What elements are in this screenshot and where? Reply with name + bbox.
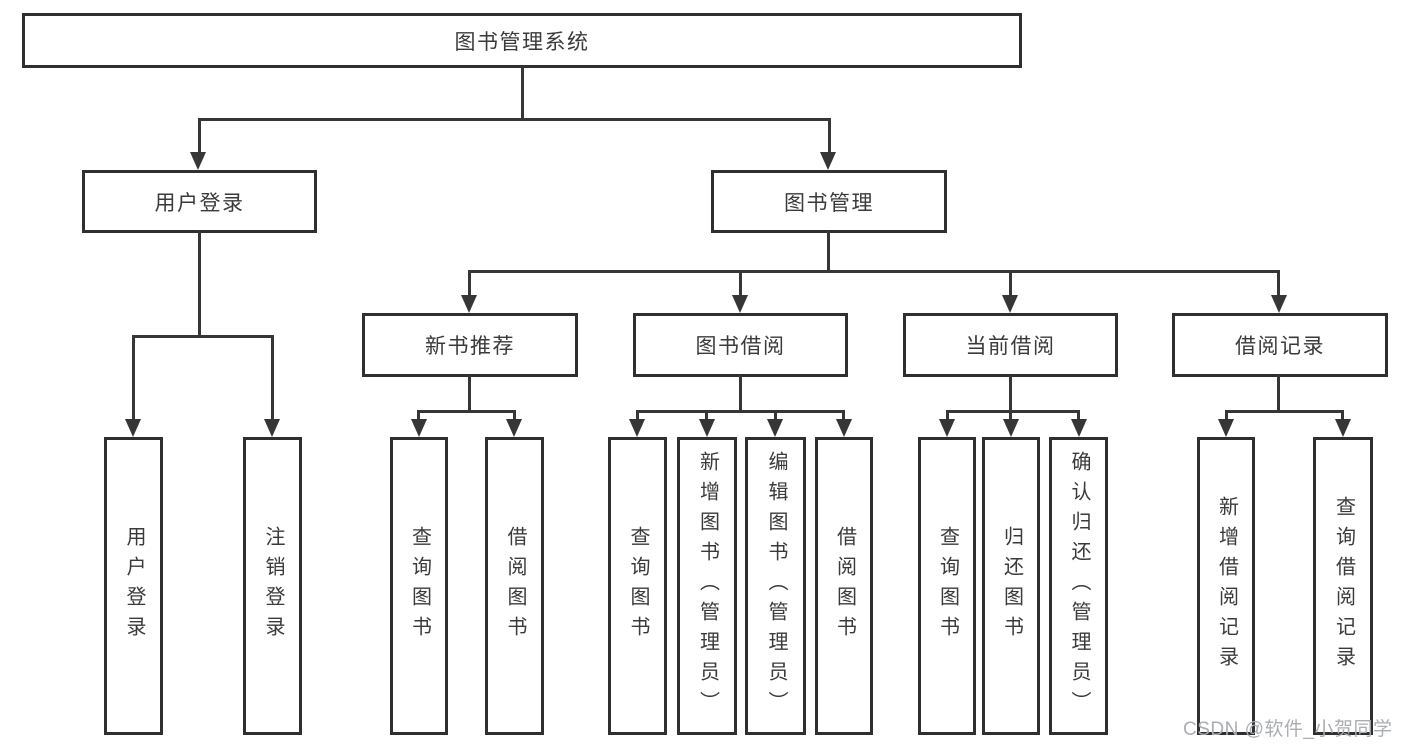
leaf-borrow-books: 借阅图书 (815, 437, 873, 735)
connector-line (842, 410, 845, 421)
node-label: 图书借阅 (695, 335, 786, 358)
node-library-system: 图书管理系统 (22, 13, 1022, 68)
connector-line (468, 375, 471, 412)
connector-line (132, 335, 273, 338)
connector-line (1009, 375, 1012, 412)
arrowhead (1003, 419, 1019, 437)
leaf-label: 查询借阅记录 (1332, 496, 1355, 676)
connector-line (521, 66, 524, 118)
connector-line (1009, 410, 1012, 421)
node-borrow-records: 借阅记录 (1172, 313, 1388, 377)
connector-line (739, 375, 742, 412)
leaf-label: 借阅图书 (504, 526, 526, 646)
leaf-query-books: 查询图书 (390, 437, 448, 735)
leaf-label: 新增图书（管理员） (696, 451, 719, 721)
leaf-label: 查询图书 (408, 526, 431, 646)
arrowhead (836, 419, 852, 437)
connector-line (271, 335, 274, 421)
connector-line (513, 410, 516, 421)
connector-line (636, 410, 845, 413)
node-book-borrow: 图书借阅 (633, 313, 848, 377)
arrowhead (767, 419, 783, 437)
connector-line (1077, 410, 1080, 421)
node-label: 用户登录 (154, 191, 245, 215)
arrowhead (1335, 419, 1351, 437)
node-label: 图书管理系统 (454, 30, 590, 54)
arrowhead (820, 152, 836, 170)
arrowhead (939, 419, 955, 437)
leaf-logout: 注销登录 (243, 437, 302, 735)
arrowhead (190, 152, 206, 170)
arrowhead (1271, 295, 1287, 313)
leaf-query-borrow-record: 查询借阅记录 (1313, 437, 1373, 735)
connector-line (468, 270, 1280, 273)
leaf-edit-books-admin: 编辑图书（管理员） (745, 437, 806, 735)
leaf-label: 借阅图书 (833, 526, 856, 646)
connector-line (705, 410, 708, 421)
arrowhead (699, 419, 715, 437)
leaf-add-books-admin: 新增图书（管理员） (677, 437, 737, 735)
node-label: 图书管理 (784, 191, 874, 215)
arrowhead (732, 295, 748, 313)
node-user-login: 用户登录 (82, 170, 317, 233)
connector-line (468, 270, 471, 297)
arrowhead (461, 295, 477, 313)
arrowhead (1071, 419, 1087, 437)
connector-line (946, 410, 949, 421)
arrowhead (264, 419, 280, 437)
arrowhead (629, 419, 645, 437)
leaf-label: 新增借阅记录 (1215, 496, 1238, 676)
connector-line (417, 410, 420, 421)
watermark: CSDN @软件_小贺同学 (1183, 719, 1393, 740)
connector-line (1009, 270, 1012, 297)
connector-line (1225, 410, 1343, 413)
node-new-book-recommend: 新书推荐 (362, 313, 578, 377)
connector-line (1277, 375, 1280, 412)
connector-line (946, 410, 1079, 413)
connector-line (827, 231, 830, 272)
connector-line (417, 410, 514, 413)
node-current-borrow: 当前借阅 (903, 313, 1118, 377)
arrowhead (1002, 295, 1018, 313)
connector-line (1341, 410, 1344, 421)
leaf-borrow-books: 借阅图书 (485, 437, 544, 735)
connector-line (739, 270, 742, 297)
leaf-user-login: 用户登录 (104, 437, 163, 735)
leaf-query-books: 查询图书 (608, 437, 667, 735)
connector-line (198, 231, 201, 335)
connector-line (198, 118, 201, 154)
leaf-return-books: 归还图书 (982, 437, 1040, 735)
leaf-label: 注销登录 (262, 526, 284, 646)
leaf-confirm-return-admin: 确认归还（管理员） (1049, 437, 1108, 735)
leaf-label: 查询图书 (936, 526, 959, 646)
leaf-add-borrow-record: 新增借阅记录 (1197, 437, 1255, 735)
arrowhead (506, 419, 522, 437)
arrowhead (411, 419, 427, 437)
node-label: 新书推荐 (425, 335, 515, 358)
node-label: 当前借阅 (965, 335, 1056, 358)
leaf-label: 用户登录 (123, 526, 145, 646)
connector-line (1277, 270, 1280, 297)
connector-line (774, 410, 777, 421)
arrowhead (1218, 419, 1234, 437)
node-book-management: 图书管理 (711, 170, 947, 233)
connector-line (636, 410, 639, 421)
leaf-label: 确认归还（管理员） (1068, 451, 1090, 721)
connector-line (1225, 410, 1228, 421)
leaf-label: 编辑图书（管理员） (765, 451, 787, 721)
leaf-query-books: 查询图书 (918, 437, 976, 735)
leaf-label: 归还图书 (1000, 526, 1023, 646)
leaf-label: 查询图书 (627, 526, 649, 646)
arrowhead (125, 419, 141, 437)
connector-line (132, 335, 135, 421)
connector-line (198, 118, 831, 121)
node-label: 借阅记录 (1235, 335, 1325, 358)
connector-line (828, 118, 831, 154)
